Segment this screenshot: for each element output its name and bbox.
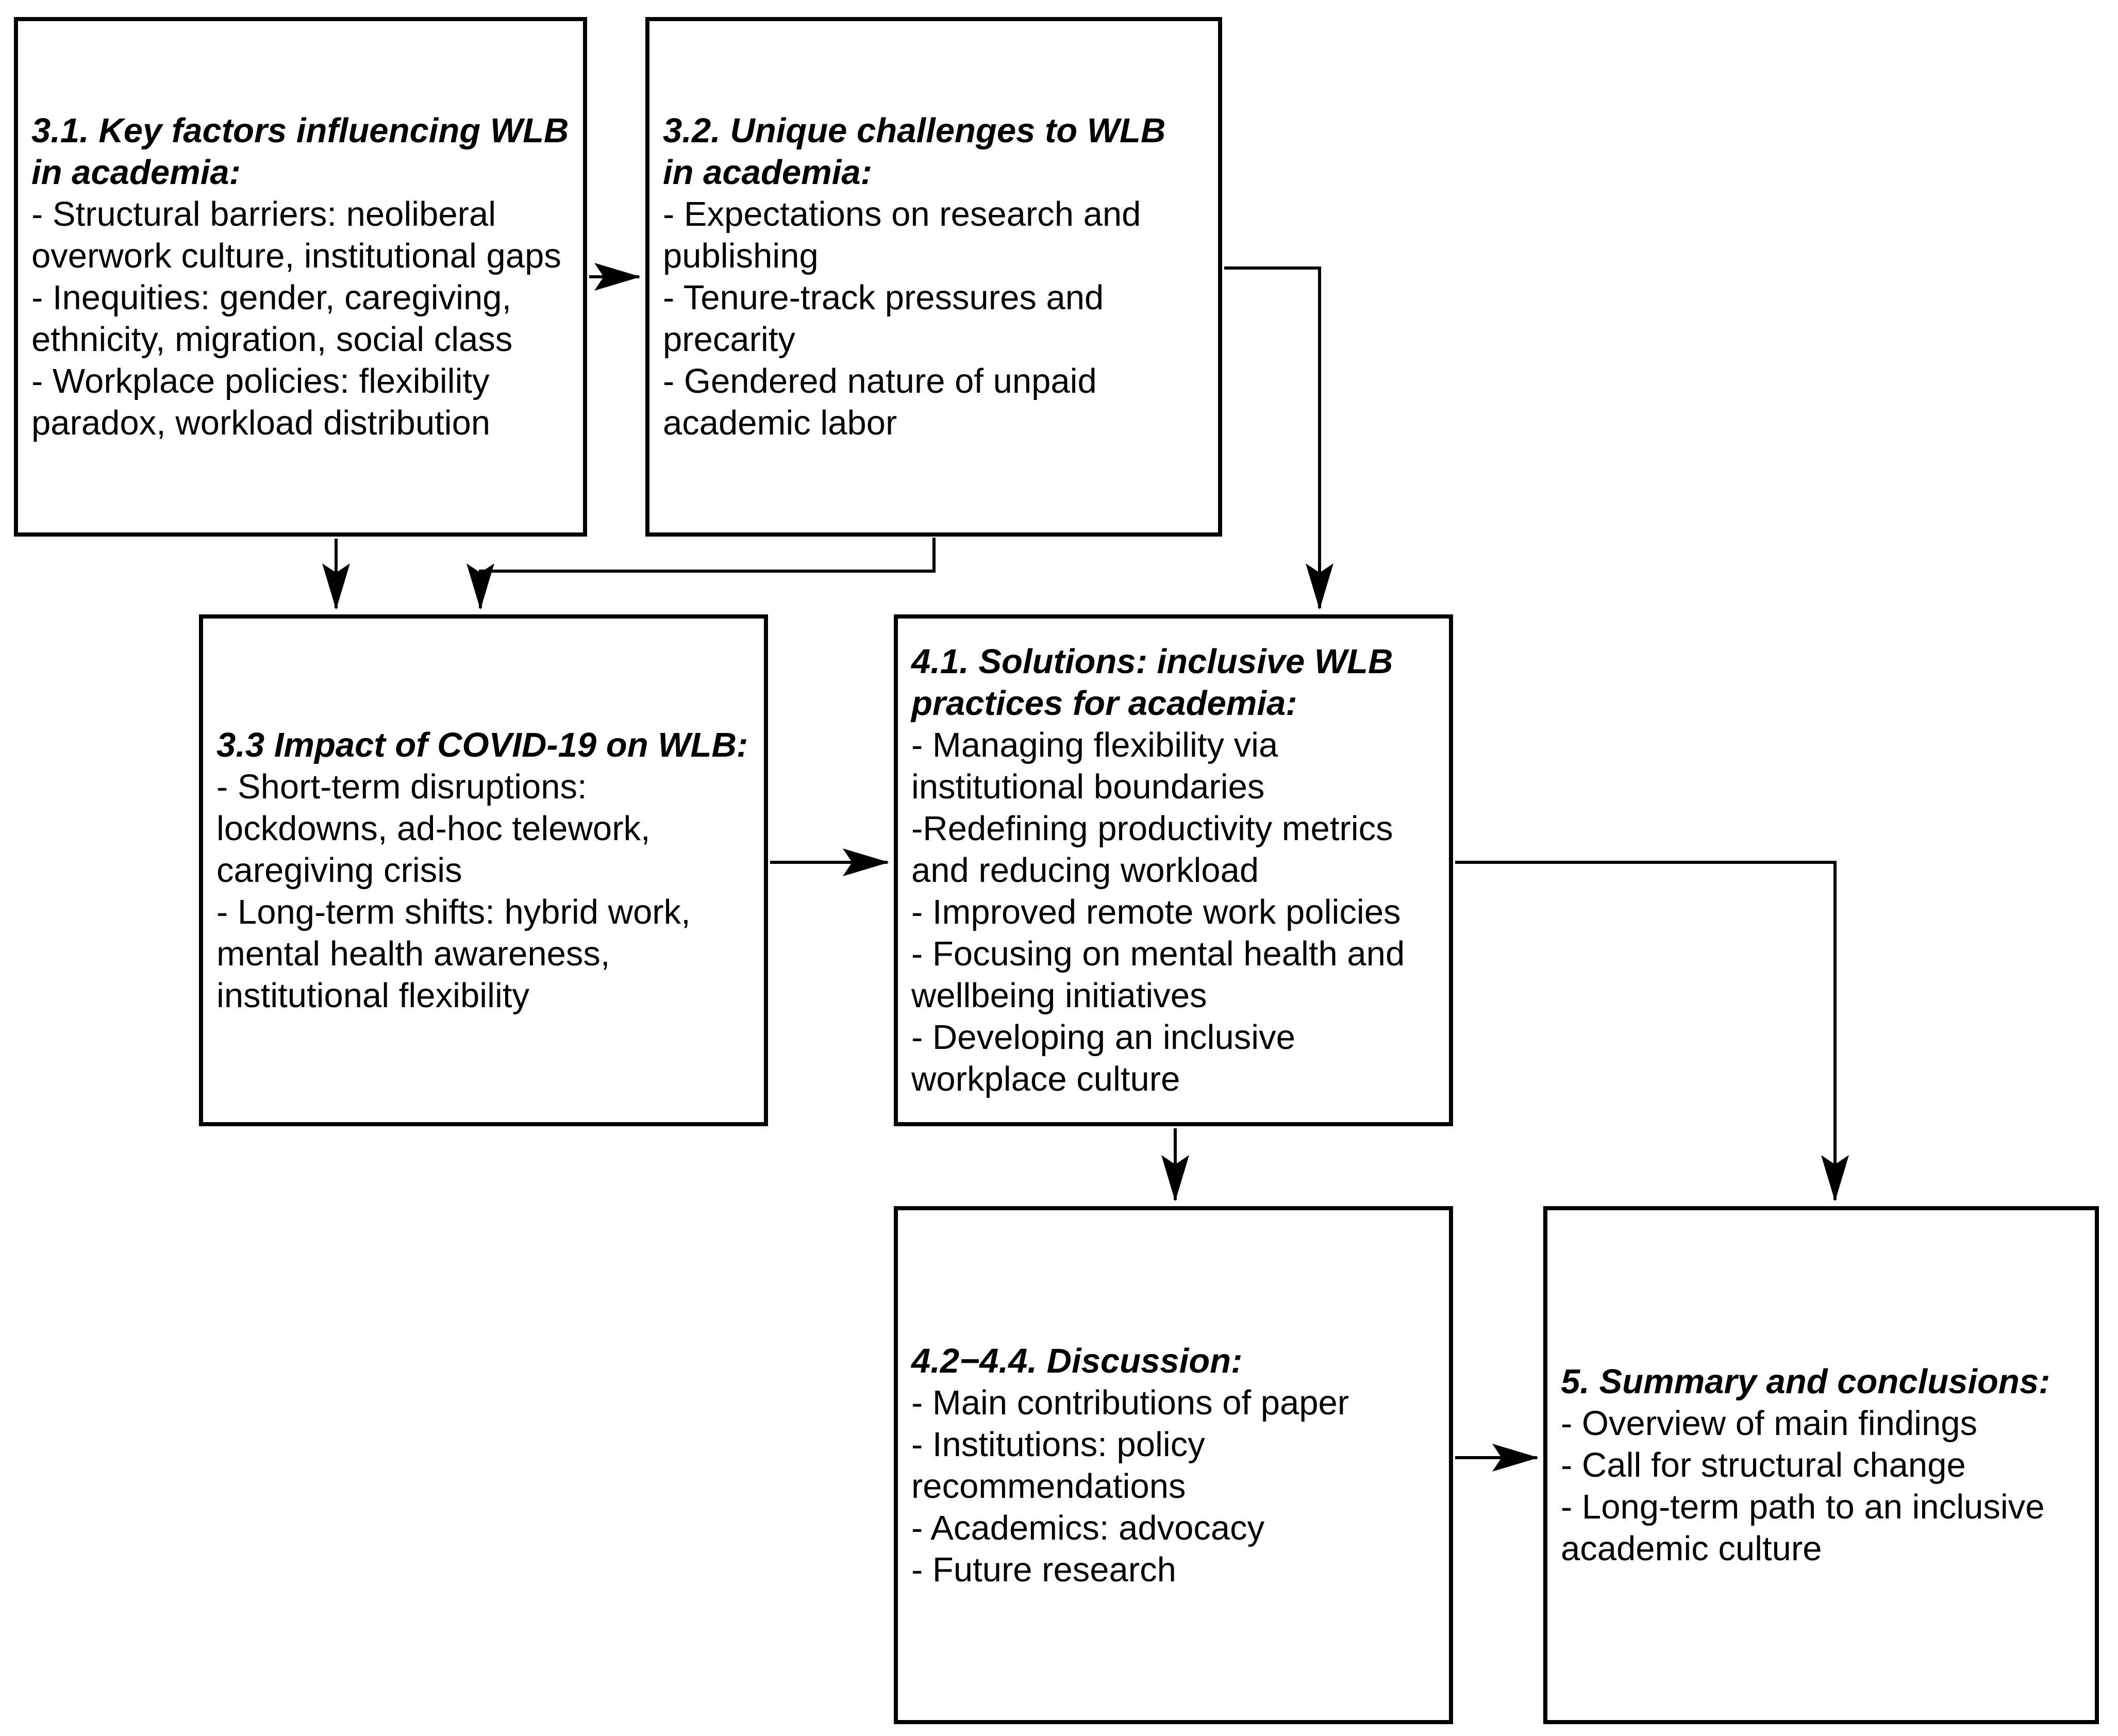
box-4-2-4-4-discussion: 4.2−4.4. Discussion: - Main contribution… — [894, 1206, 1453, 1724]
box-3-2-unique-challenges: 3.2. Unique challenges to WLB in academi… — [645, 17, 1222, 537]
box-3-1-title-line: 3.1. Key factors influencing WLB — [31, 111, 569, 150]
box-5-body-line: - Overview of main findings — [1561, 1404, 1978, 1443]
box-3-1-body-line: - Structural barriers: neoliberal — [31, 195, 496, 233]
box-3-1-body-line: ethnicity, migration, social class — [31, 320, 513, 359]
box-5-summary-conclusions: 5. Summary and conclusions: - Overview o… — [1543, 1206, 2099, 1724]
box-4-1-body-line: wellbeing initiatives — [911, 976, 1207, 1015]
box-3-2-body-line: academic labor — [663, 404, 897, 442]
box-3-2-body-line: publishing — [663, 237, 819, 275]
box-3-3-body-line: institutional flexibility — [216, 976, 529, 1015]
box-4-1-title-line: 4.1. Solutions: inclusive WLB — [911, 642, 1393, 681]
box-5-body-line: academic culture — [1561, 1529, 1822, 1568]
box-4-2-body-line: - Academics: advocacy — [911, 1508, 1265, 1547]
box-3-3-body-line: - Short-term disruptions: — [216, 767, 587, 806]
box-3-3-covid-impact: 3.3 Impact of COVID-19 on WLB: - Short-t… — [199, 614, 768, 1126]
box-3-2-body-line: precarity — [663, 320, 795, 359]
box-4-1-title-line: practices for academia: — [911, 684, 1297, 723]
box-4-1-body-line: - Improved remote work policies — [911, 893, 1401, 931]
box-3-1-key-factors: 3.1. Key factors influencing WLB in acad… — [14, 17, 587, 537]
box-3-1-body-line: paradox, workload distribution — [31, 404, 491, 442]
box-3-2-body-line: - Gendered nature of unpaid — [663, 362, 1097, 400]
box-4-2-body-line: - Main contributions of paper — [911, 1383, 1349, 1422]
box-4-1-body-line: - Focusing on mental health and — [911, 934, 1405, 973]
box-4-2-title-line: 4.2−4.4. Discussion: — [911, 1341, 1243, 1380]
arrow-4-1-to-5 — [1455, 861, 1849, 1201]
box-3-2-title-line: 3.2. Unique challenges to WLB — [663, 111, 1166, 150]
box-4-1-body-line: - Developing an inclusive — [911, 1018, 1295, 1057]
box-3-3-body-line: lockdowns, ad-hoc telework, — [216, 809, 651, 848]
box-4-2-body-line: - Institutions: policy — [911, 1425, 1205, 1464]
box-3-3-body-line: caregiving crisis — [216, 851, 462, 890]
box-3-3-title-line: 3.3 Impact of COVID-19 on WLB: — [216, 726, 748, 764]
box-3-1-body-line: - Workplace policies: flexibility — [31, 362, 490, 400]
arrow-3-2-to-4-1 — [1224, 266, 1333, 610]
box-3-2-body-line: - Expectations on research and — [663, 195, 1141, 233]
box-4-1-body-line: institutional boundaries — [911, 767, 1265, 806]
box-4-1-body-line: workplace culture — [911, 1060, 1180, 1098]
box-5-body-line: - Call for structural change — [1561, 1446, 1966, 1484]
box-4-1-solutions: 4.1. Solutions: inclusive WLB practices … — [894, 614, 1453, 1126]
box-3-1-title-line: in academia: — [31, 153, 241, 192]
box-4-2-body-line: recommendations — [911, 1466, 1186, 1506]
box-3-3-body-line: - Long-term shifts: hybrid work, — [216, 893, 691, 931]
box-3-3-body-line: mental health awareness, — [216, 934, 610, 973]
arrow-3-2-to-3-3 — [466, 538, 936, 610]
box-3-2-title-line: in academia: — [663, 153, 872, 192]
box-4-1-body-line: and reducing workload — [911, 851, 1259, 890]
box-3-1-body-line: overwork culture, institutional gaps — [31, 237, 561, 275]
box-5-body-line: - Long-term path to an inclusive — [1561, 1488, 2045, 1526]
box-3-1-body-line: - Inequities: gender, caregiving, — [31, 278, 512, 317]
box-5-title-line: 5. Summary and conclusions: — [1561, 1362, 2050, 1401]
box-4-2-body-line: - Future research — [911, 1550, 1176, 1589]
box-3-2-body-line: - Tenure-track pressures and — [663, 278, 1104, 317]
box-4-1-body-line: - Managing flexibility via — [911, 726, 1278, 764]
box-4-1-body-line: -Redefining productivity metrics — [911, 809, 1393, 848]
